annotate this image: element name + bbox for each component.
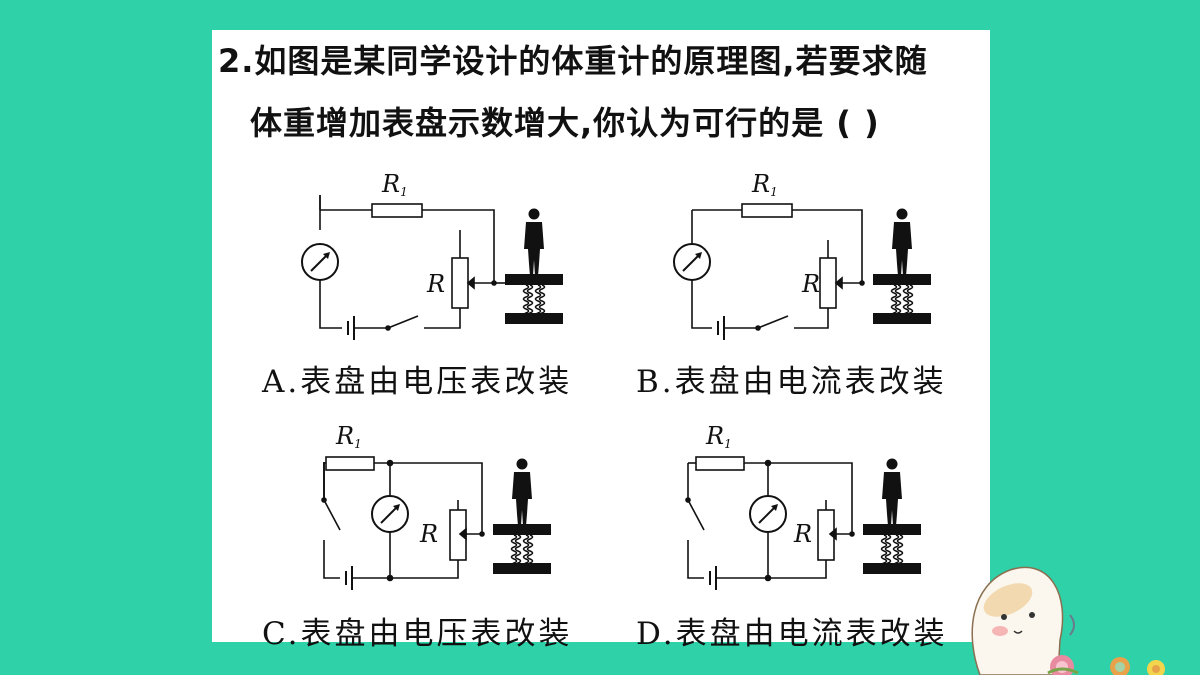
circuit-a bbox=[319, 195, 506, 340]
option-d[interactable]: D.表盘由电流表改装 bbox=[636, 616, 948, 652]
label-r1-d: R1 bbox=[705, 422, 732, 451]
cartoon-mascot-icon bbox=[971, 566, 1165, 675]
circuit-d bbox=[685, 456, 855, 590]
label-r-d: R bbox=[793, 520, 812, 548]
option-a[interactable]: A.表盘由电压表改装 bbox=[262, 364, 573, 400]
label-r1-b: R1 bbox=[751, 170, 778, 199]
label-r1-a: R1 bbox=[381, 170, 408, 199]
question-line-1: 2.如图是某同学设计的体重计的原理图,若要求随 bbox=[218, 42, 928, 80]
option-b[interactable]: B.表盘由电流表改装 bbox=[636, 364, 947, 400]
label-r-a: R bbox=[426, 270, 445, 298]
question-card: 2.如图是某同学设计的体重计的原理图,若要求随 体重增加表盘示数增大,你认为可行… bbox=[212, 30, 990, 652]
label-r-c: R bbox=[419, 520, 438, 548]
label-r1-c: R1 bbox=[335, 422, 362, 451]
question-line-2: 体重增加表盘示数增大,你认为可行的是 ( ) bbox=[250, 104, 880, 142]
option-c[interactable]: C.表盘由电压表改装 bbox=[262, 616, 573, 652]
circuit-diagrams: R1 R R1 R bbox=[301, 170, 990, 590]
circuit-b bbox=[691, 203, 865, 340]
circuit-c bbox=[321, 456, 485, 590]
label-r-b: R bbox=[801, 270, 820, 298]
